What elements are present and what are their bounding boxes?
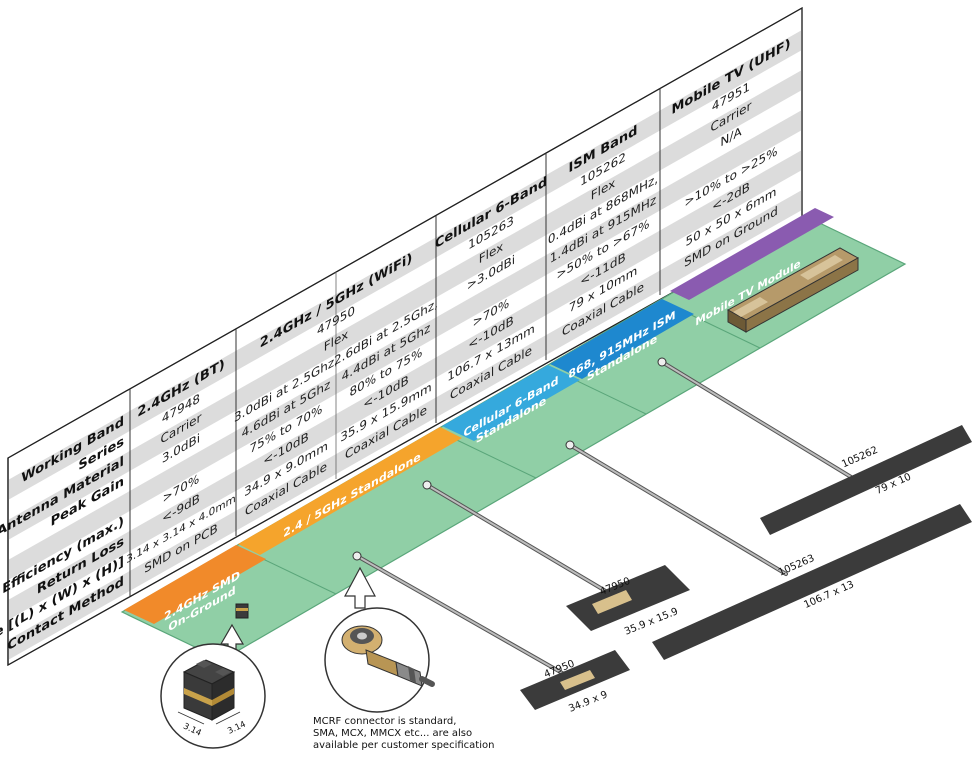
connector-wifi-b [422,480,432,490]
connector-note-line2: SMA, MCX, MMCX etc... are also [313,728,473,739]
smd-chip-small [235,603,249,619]
coax-cables [355,360,858,684]
connector-ism [657,357,667,367]
connector-wifi-a [352,551,362,561]
connector-cellular [565,440,575,450]
connector-note-line3: available per customer specification [313,740,495,751]
connector-heads [352,357,667,561]
table-stripe [8,190,802,660]
spec-table: Working Band Series Antenna Material Pea… [0,6,803,667]
table-stripe [8,70,802,540]
table-stripe [8,150,802,620]
callout-connector [324,566,435,713]
flex-antenna-47950-large: 47950 35.9 x 15.9 [566,565,690,638]
connector-note: MCRF connector is standard, SMA, MCX, MM… [313,716,523,752]
mobile-tv-module [726,247,860,333]
flex-antenna-105263: 105263 106.7 x 13 [652,504,972,660]
connector-note-line1: MCRF connector is standard, [313,716,457,727]
table-stripe [8,110,802,580]
callout-smd-chip: 3.14 3.14 [160,623,266,749]
table-stripe [8,30,802,500]
